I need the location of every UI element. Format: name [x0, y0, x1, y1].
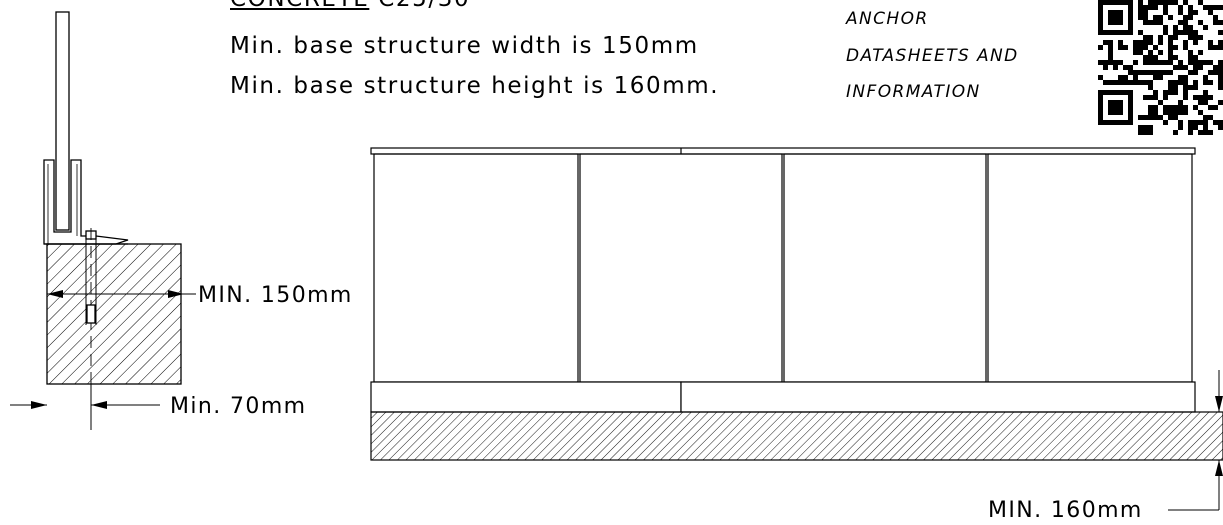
material-heading: CONCRETE C25/30	[230, 0, 470, 11]
note-min-height: Min. base structure height is 160mm.	[230, 73, 720, 99]
glass-panel-section	[55, 11, 70, 231]
glass-panel-1	[373, 153, 579, 383]
glass-panel-3	[783, 153, 987, 383]
concrete-slab	[370, 411, 1223, 461]
material-heading-grade: C25/30	[369, 0, 470, 12]
dim-label-70: Min. 70mm	[170, 394, 307, 419]
elevation-view	[370, 147, 1223, 511]
info-line-datasheets: DATASHEETS AND	[846, 46, 1019, 66]
section-view	[10, 11, 196, 430]
top-cap	[370, 147, 1196, 155]
qr-code-icon[interactable]	[1098, 0, 1223, 135]
info-line-anchor: ANCHOR	[846, 9, 929, 29]
anchor-bolt	[85, 228, 97, 404]
concrete-section	[46, 243, 182, 385]
info-line-information: INFORMATION	[846, 82, 981, 102]
profile-channel	[43, 159, 129, 245]
glass-panel-4	[987, 153, 1193, 383]
dim-label-150: MIN. 150mm	[198, 283, 353, 308]
base-profile-right	[680, 381, 1196, 413]
material-heading-word: CONCRETE	[230, 0, 369, 12]
base-profile-left	[370, 381, 682, 413]
glass-panel-2	[579, 153, 783, 383]
dim-label-160: MIN. 160mm	[988, 498, 1143, 523]
note-min-width: Min. base structure width is 150mm	[230, 33, 699, 59]
